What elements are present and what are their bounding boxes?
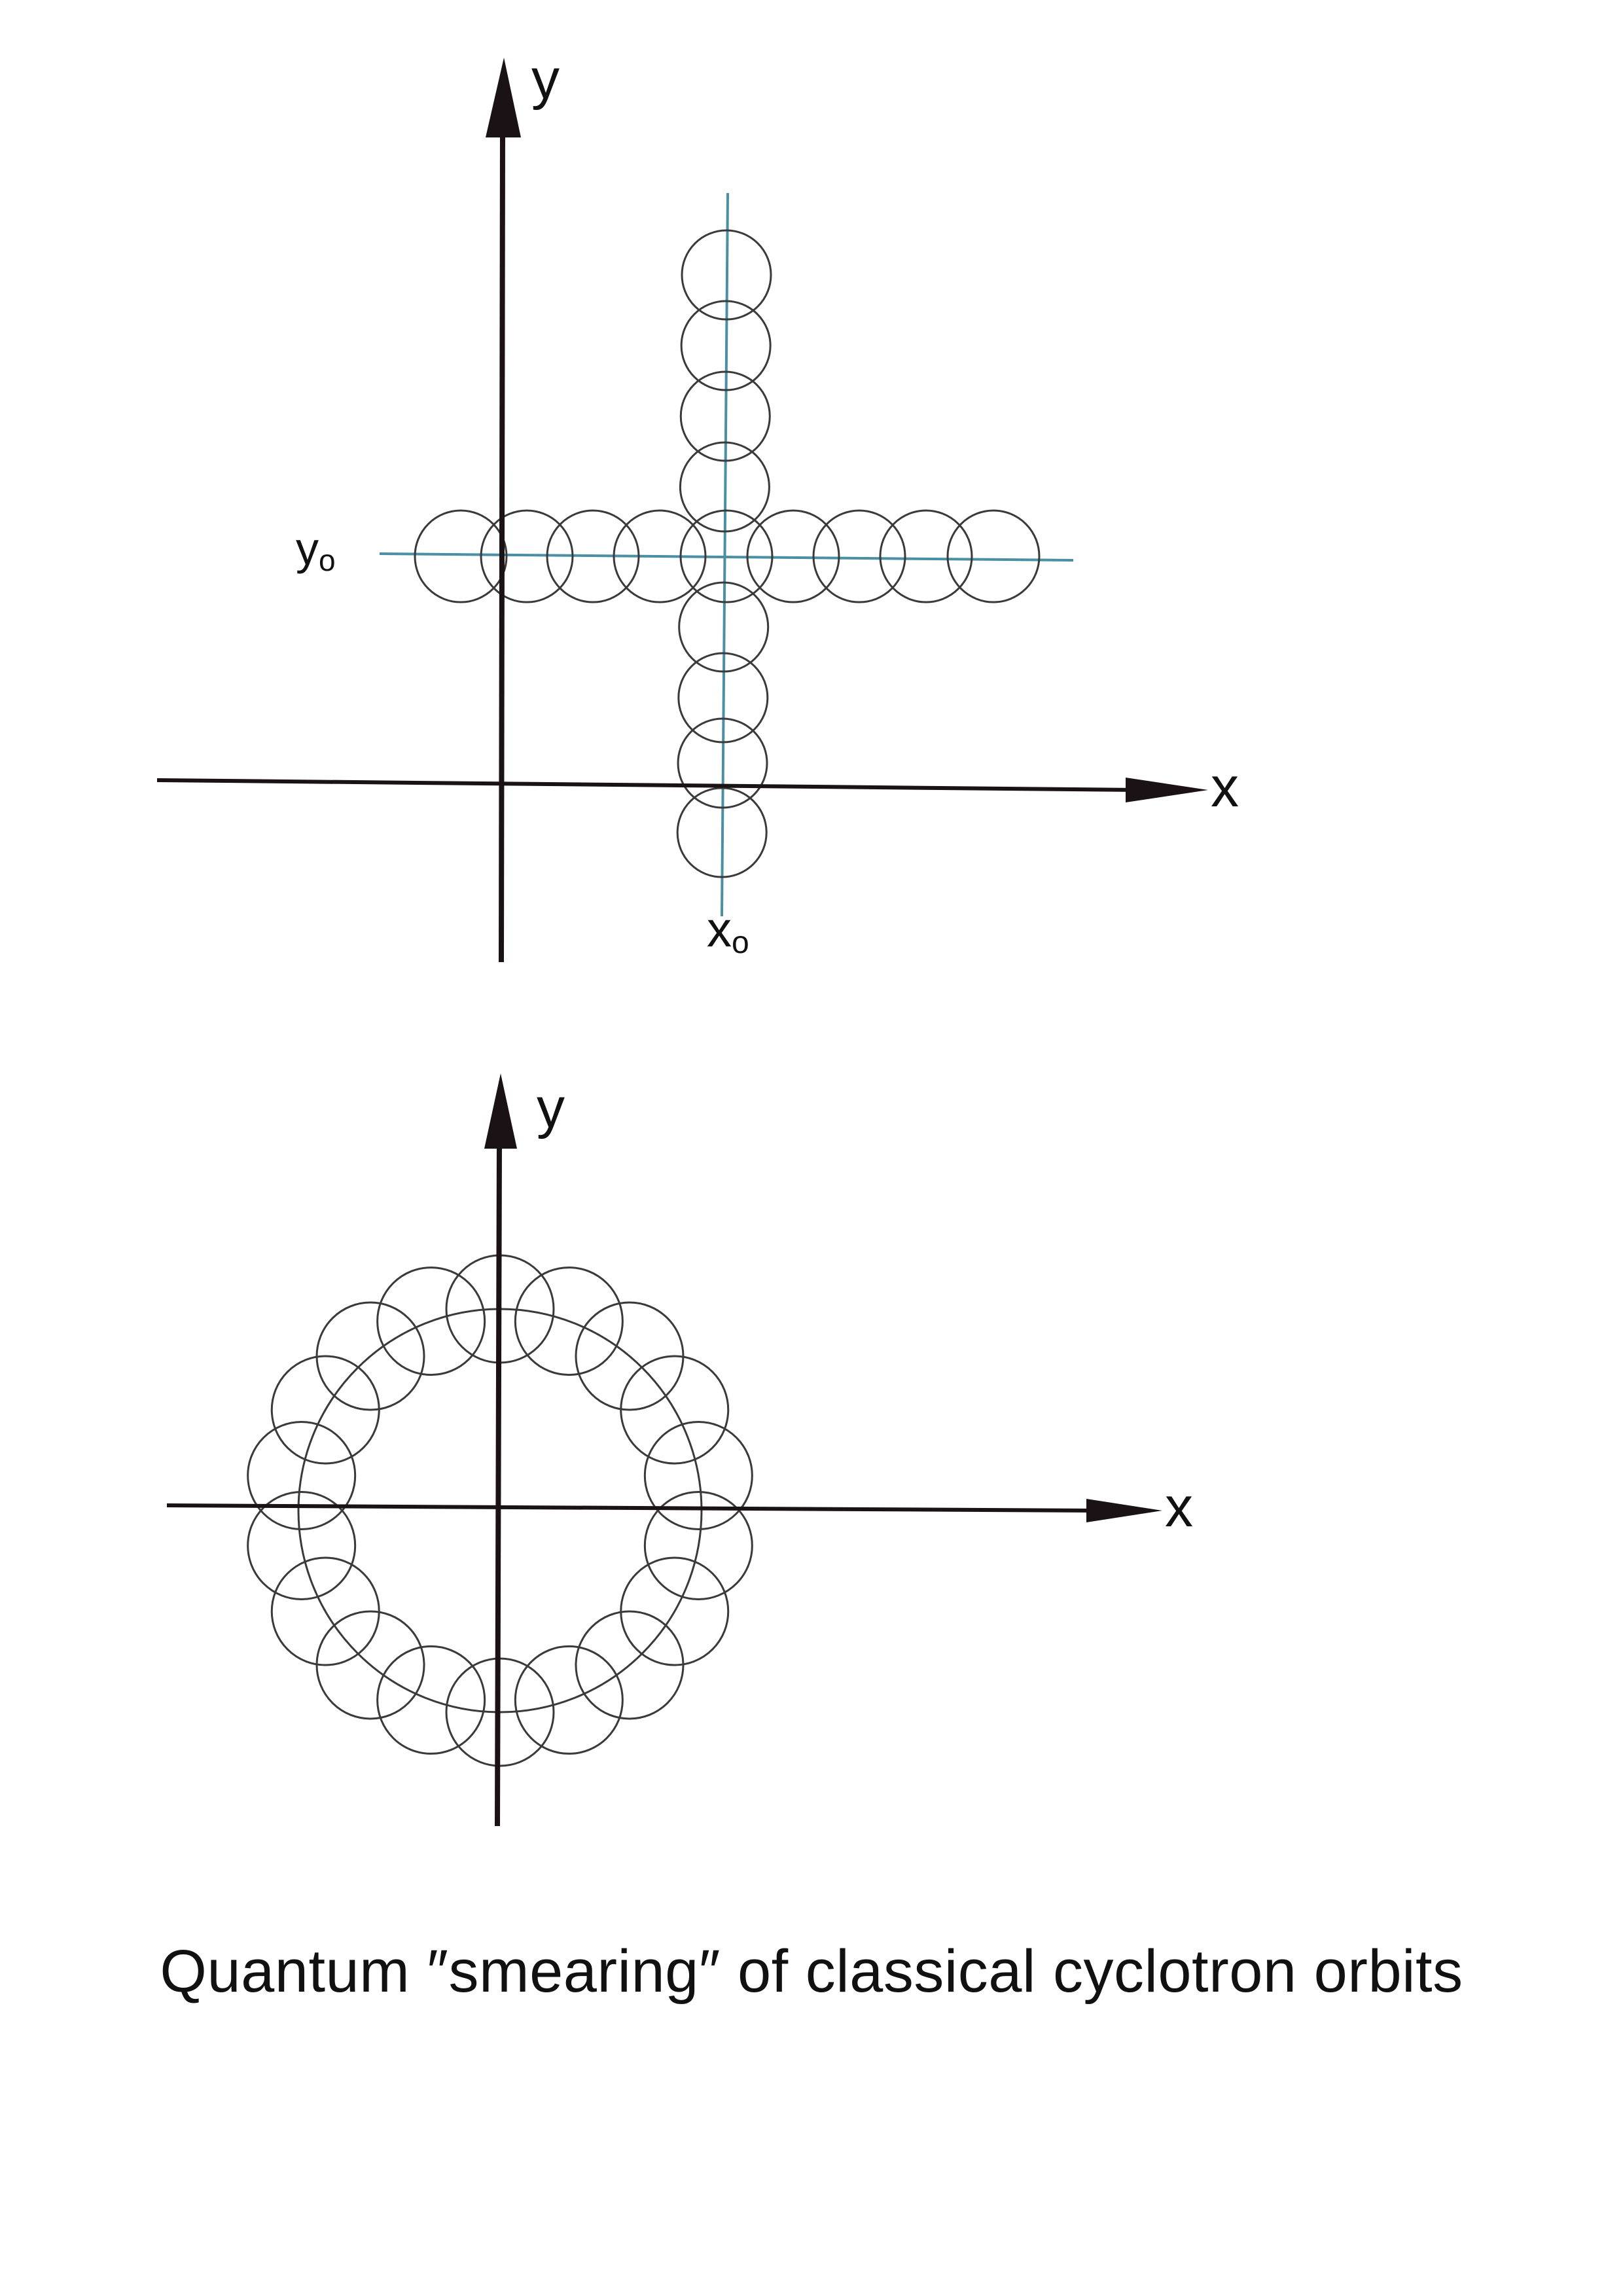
orbit-circle bbox=[677, 717, 768, 809]
bottom-y-axis-arrowhead bbox=[484, 1073, 517, 1149]
bottom-x-axis bbox=[166, 1503, 1100, 1513]
y0-guide-line bbox=[379, 552, 1074, 562]
orbit-circle bbox=[376, 1645, 486, 1755]
orbit-circle bbox=[546, 509, 640, 603]
orbit-circle bbox=[620, 1355, 730, 1465]
orbit-circle bbox=[376, 1266, 486, 1376]
orbit-circle bbox=[681, 229, 772, 321]
bottom-x-axis-arrowhead bbox=[1086, 1499, 1162, 1522]
orbit-circle bbox=[680, 300, 772, 391]
bottom-y-axis-label: y bbox=[537, 1077, 565, 1139]
orbit-circle bbox=[575, 1610, 685, 1720]
orbit-circle bbox=[270, 1556, 380, 1666]
orbit-circle bbox=[679, 441, 770, 533]
top-y-axis-arrowhead bbox=[486, 58, 521, 137]
bottom-diagram: y x bbox=[166, 1073, 1193, 1827]
top-x-axis bbox=[156, 778, 1139, 792]
orbit-circle bbox=[676, 787, 768, 878]
orbit-circle bbox=[514, 1266, 624, 1376]
orbit-circle bbox=[679, 509, 774, 603]
bottom-y-axis bbox=[495, 1141, 502, 1827]
orbit-circle bbox=[643, 1421, 753, 1531]
bottom-x-axis-label: x bbox=[1165, 1476, 1193, 1539]
x0-label: xo bbox=[707, 902, 749, 960]
orbit-circle bbox=[247, 1490, 357, 1600]
orbit-circle bbox=[643, 1490, 753, 1600]
orbit-circle bbox=[315, 1301, 425, 1411]
horizontal-orbit-row bbox=[414, 509, 1041, 603]
orbit-circle bbox=[746, 509, 840, 603]
orbit-circle bbox=[679, 370, 771, 462]
vertical-orbit-column bbox=[676, 229, 772, 878]
orbit-circle bbox=[613, 509, 707, 603]
orbit-circle bbox=[514, 1645, 624, 1755]
top-x-axis-label: x bbox=[1211, 756, 1239, 819]
top-diagram: y x yo xo bbox=[156, 48, 1239, 963]
x0-guide-line bbox=[721, 192, 729, 917]
top-y-axis bbox=[499, 127, 505, 963]
y0-label: yo bbox=[296, 523, 336, 577]
orbit-circle bbox=[677, 652, 769, 744]
figure-caption: Quantum ″smearing″ of classical cyclotro… bbox=[160, 1938, 1463, 2005]
orbit-circle bbox=[812, 509, 906, 603]
orbit-circle bbox=[414, 509, 508, 603]
orbit-circle bbox=[247, 1421, 357, 1531]
top-x-axis-arrowhead bbox=[1126, 778, 1208, 802]
orbit-circle bbox=[480, 509, 574, 603]
orbit-circle bbox=[879, 509, 973, 603]
orbit-circle bbox=[946, 509, 1041, 603]
orbit-circle bbox=[678, 581, 770, 673]
top-y-axis-label: y bbox=[531, 48, 560, 111]
